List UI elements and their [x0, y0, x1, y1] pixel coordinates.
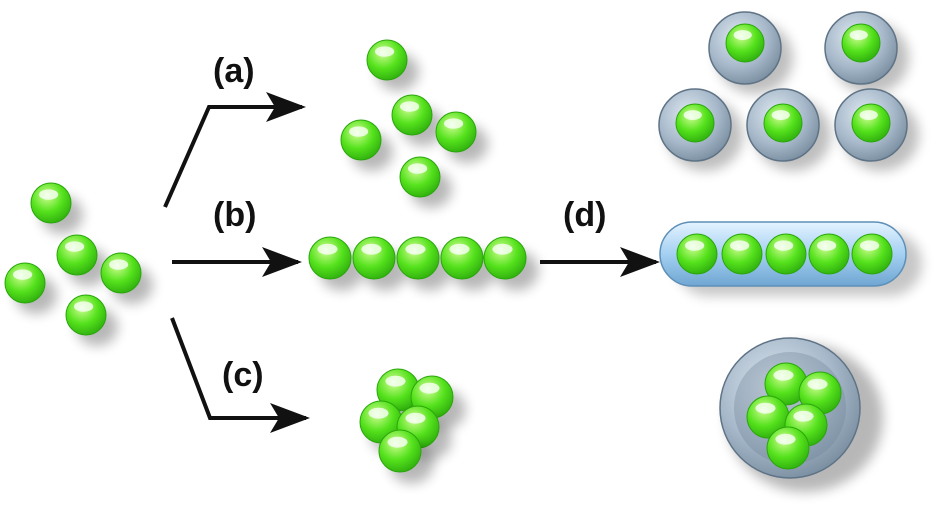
particle: [30, 182, 83, 234]
label-c: (c): [222, 356, 264, 394]
particle: [340, 119, 393, 171]
particle: [396, 236, 452, 291]
arrow-a: [163, 92, 306, 208]
particle: [766, 426, 810, 470]
particle: [725, 23, 765, 63]
particle: [808, 233, 850, 275]
particles-layer: [4, 23, 893, 484]
particle: [676, 233, 718, 275]
shelled-particles-group: [658, 11, 919, 171]
particle: [378, 429, 434, 484]
particle: [851, 233, 893, 275]
label-b: (b): [213, 196, 256, 234]
particle: [440, 236, 496, 291]
particle: [841, 23, 881, 63]
label-d: (d): [563, 196, 606, 234]
particle: [391, 94, 444, 146]
particle: [65, 294, 118, 346]
particle: [410, 375, 466, 430]
particle: [435, 111, 488, 163]
particle: [56, 234, 109, 286]
particle: [4, 262, 57, 314]
particle: [308, 236, 364, 291]
label-a: (a): [213, 52, 255, 90]
particle: [721, 233, 763, 275]
particle: [366, 39, 419, 91]
particle: [675, 103, 715, 143]
particle: [483, 236, 539, 291]
particle: [100, 252, 153, 304]
particle: [763, 103, 803, 143]
particle: [765, 233, 807, 275]
particle: [399, 156, 452, 208]
particle: [764, 362, 808, 406]
arrow-c: [170, 317, 310, 433]
particle: [352, 236, 408, 291]
particle: [851, 103, 891, 143]
